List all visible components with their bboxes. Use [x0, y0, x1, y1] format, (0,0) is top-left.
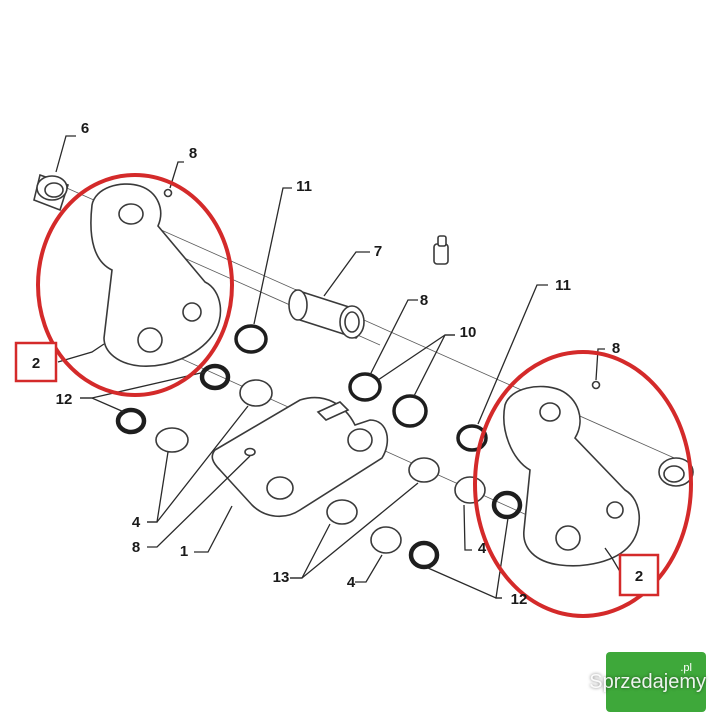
left-arm-part: [90, 183, 222, 367]
callout-8-mid: 8: [420, 292, 428, 309]
highlight-box-left: 2: [14, 341, 58, 383]
callout-2-right: 2: [635, 568, 643, 585]
callout-11-top: 11: [296, 178, 312, 195]
callout-4-bottom: 4: [347, 574, 356, 591]
ring-10: [392, 394, 428, 428]
callout-4-left: 4: [132, 514, 141, 531]
highlight-box-right: 2: [618, 553, 660, 597]
callout-12-right: 12: [511, 591, 528, 608]
watermark-text: Sprzedajemy: [589, 670, 706, 693]
ring-11-right: [456, 424, 488, 452]
sprzedajemy-logo: [606, 652, 706, 712]
highlight-circle-right: [473, 350, 693, 618]
callout-8-right: 8: [612, 340, 620, 357]
ring-12-right: [491, 490, 523, 520]
ring-8-mid: [348, 372, 382, 402]
bushing-right-end: [658, 457, 694, 487]
callout-8-top: 8: [189, 145, 197, 162]
callout-10: 10: [460, 324, 477, 341]
callout-11-right: 11: [555, 277, 571, 294]
callout-8-bottom: 8: [132, 539, 140, 556]
ring-12-bottom: [408, 540, 440, 570]
callout-2-left: 2: [32, 355, 40, 372]
grease-nipple-top: [433, 235, 449, 265]
bushings: [33, 173, 694, 554]
ring-12-lower-left: [115, 407, 147, 435]
watermark: .pl Sprzedajemy: [589, 652, 706, 712]
callout-1: 1: [180, 543, 188, 560]
watermark-tld: .pl: [680, 662, 692, 674]
bushing-6: [33, 173, 69, 212]
callout-7: 7: [374, 243, 382, 260]
leader-lines: [55, 135, 623, 599]
callout-4-right: 4: [478, 540, 487, 557]
bushing-13: [326, 457, 440, 525]
callout-12-left: 12: [56, 391, 73, 408]
center-bracket-part: [211, 396, 389, 518]
callout-labels: 6 8 11 7 8 10 11 8 12 4 8 1 13 4 4 12: [56, 120, 621, 608]
highlight-circle-left: [36, 173, 234, 397]
right-arm-part: [503, 380, 641, 567]
callout-13: 13: [273, 569, 290, 586]
ring-12-upper-left: [199, 363, 231, 391]
ring-11-left: [234, 324, 268, 354]
rings-washers: [115, 324, 523, 570]
callout-6: 6: [81, 120, 89, 137]
bushing-4-left: [155, 379, 273, 453]
pin-part: [288, 289, 365, 339]
bushing-4-bottom: [370, 476, 486, 554]
